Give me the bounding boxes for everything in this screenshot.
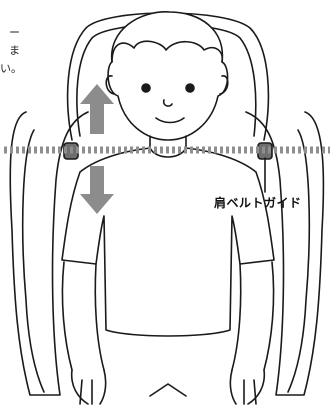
right-eye: [185, 83, 195, 93]
seat-backrest: [9, 111, 325, 396]
down-arrow-icon: [80, 166, 114, 214]
cropped-text-line-1: ー: [9, 26, 20, 39]
left-eye: [141, 83, 151, 93]
cropped-instruction-text: ー ま い。: [0, 24, 22, 78]
shoulder-belt-guide-label: 肩ベルトガイド: [214, 196, 302, 210]
child-figure: [61, 11, 275, 405]
cropped-text-line-2: ま: [9, 44, 20, 57]
cropped-text-line-3: い。: [0, 62, 22, 75]
up-arrow-icon: [80, 84, 114, 134]
